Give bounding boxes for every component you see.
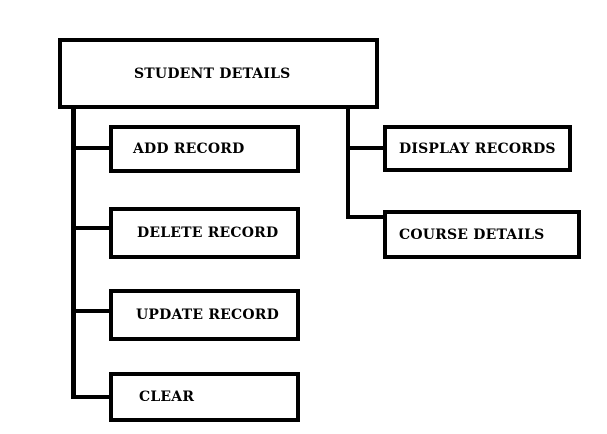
node-label-course-details: COURSE DETAILS (399, 226, 545, 243)
node-label-add-record: ADD RECORD (133, 141, 245, 157)
node-label-student-details: STUDENT DETAILS (134, 65, 291, 82)
right-trunk-line (346, 105, 350, 219)
node-clear: CLEAR (109, 372, 300, 422)
node-update-record: UPDATE RECORD (109, 289, 300, 341)
node-label-clear: CLEAR (139, 389, 195, 405)
connector-update (71, 309, 113, 313)
node-label-update-record: UPDATE RECORD (136, 307, 279, 323)
node-label-display-records: DISPLAY RECORDS (399, 140, 556, 157)
node-delete-record: DELETE RECORD (109, 207, 300, 259)
node-student-details: STUDENT DETAILS (58, 38, 379, 109)
node-label-delete-record: DELETE RECORD (137, 225, 279, 241)
left-trunk-line (71, 105, 76, 399)
node-add-record: ADD RECORD (109, 125, 300, 173)
connector-course (346, 215, 386, 219)
node-course-details: COURSE DETAILS (383, 210, 581, 259)
connector-clear (71, 395, 113, 399)
connector-delete (71, 226, 113, 230)
connector-add (71, 146, 113, 150)
connector-display (346, 146, 386, 150)
node-display-records: DISPLAY RECORDS (383, 125, 572, 172)
